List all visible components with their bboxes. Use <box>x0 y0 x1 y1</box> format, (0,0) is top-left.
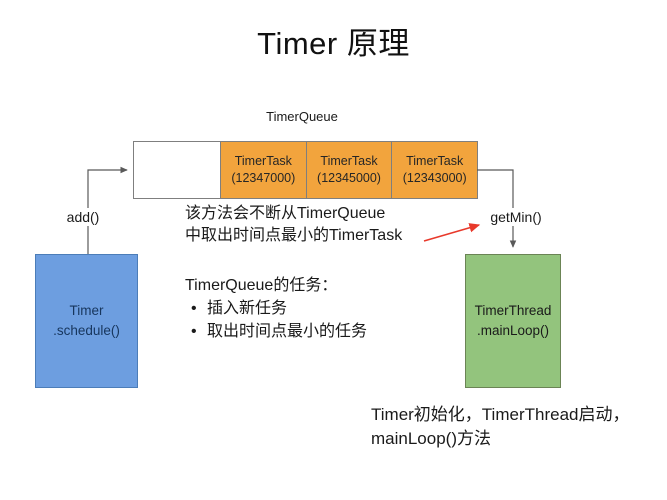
timer-node: Timer .schedule() <box>35 254 138 388</box>
getmin-note-line1: 该方法会不断从TimerQueue <box>185 205 386 222</box>
getmin-edge-label: getMin() <box>485 208 547 226</box>
task-name: TimerTask <box>234 153 292 168</box>
bullet-icon: • <box>191 323 197 340</box>
queue-tasks-bullet-1: • 插入新任务 <box>185 298 367 320</box>
queue-tasks-bullet-2: • 取出时间点最小的任务 <box>185 321 367 343</box>
bullet-text: 插入新任务 <box>207 300 288 317</box>
queue-task-cell: TimerTask (12345000) <box>306 142 393 198</box>
bottom-note: Timer初始化，TimerThread启动， mainLoop()方法 <box>371 403 629 451</box>
timer-node-line1: Timer <box>69 302 104 318</box>
task-name: TimerTask <box>406 153 464 168</box>
queue-empty-cell <box>134 142 221 198</box>
task-time: (12343000) <box>402 171 467 185</box>
red-annotation-arrow <box>423 223 481 242</box>
timer-queue-box: TimerTask (12347000) TimerTask (12345000… <box>133 141 478 199</box>
task-time: (12345000) <box>317 171 381 185</box>
page-title: Timer 原理 <box>257 26 410 61</box>
timer-thread-node-line1: TimerThread <box>474 302 552 318</box>
queue-task-cell: TimerTask (12343000) <box>392 142 478 198</box>
bottom-note-line1: Timer初始化，TimerThread启动， <box>371 405 630 424</box>
getmin-note: 该方法会不断从TimerQueue 中取出时间点最小的TimerTask <box>185 203 402 247</box>
queue-tasks-heading: TimerQueue的任务： <box>185 277 338 294</box>
task-name: TimerTask <box>320 153 378 168</box>
bottom-note-line2: mainLoop()方法 <box>371 429 491 448</box>
timer-queue-label: TimerQueue <box>266 109 338 124</box>
bullet-text: 取出时间点最小的任务 <box>207 323 368 340</box>
queue-task-cell: TimerTask (12347000) <box>221 142 307 198</box>
task-time: (12347000) <box>231 171 296 185</box>
timer-node-line2: .schedule() <box>53 323 120 338</box>
timer-thread-node-line2: .mainLoop() <box>476 323 550 338</box>
add-edge-label: add() <box>56 208 110 226</box>
queue-tasks-note: TimerQueue的任务： • 插入新任务 • 取出时间点最小的任务 <box>185 275 367 343</box>
bullet-icon: • <box>191 300 197 317</box>
timer-thread-node: TimerThread .mainLoop() <box>465 254 561 388</box>
getmin-note-line2: 中取出时间点最小的TimerTask <box>185 227 403 244</box>
